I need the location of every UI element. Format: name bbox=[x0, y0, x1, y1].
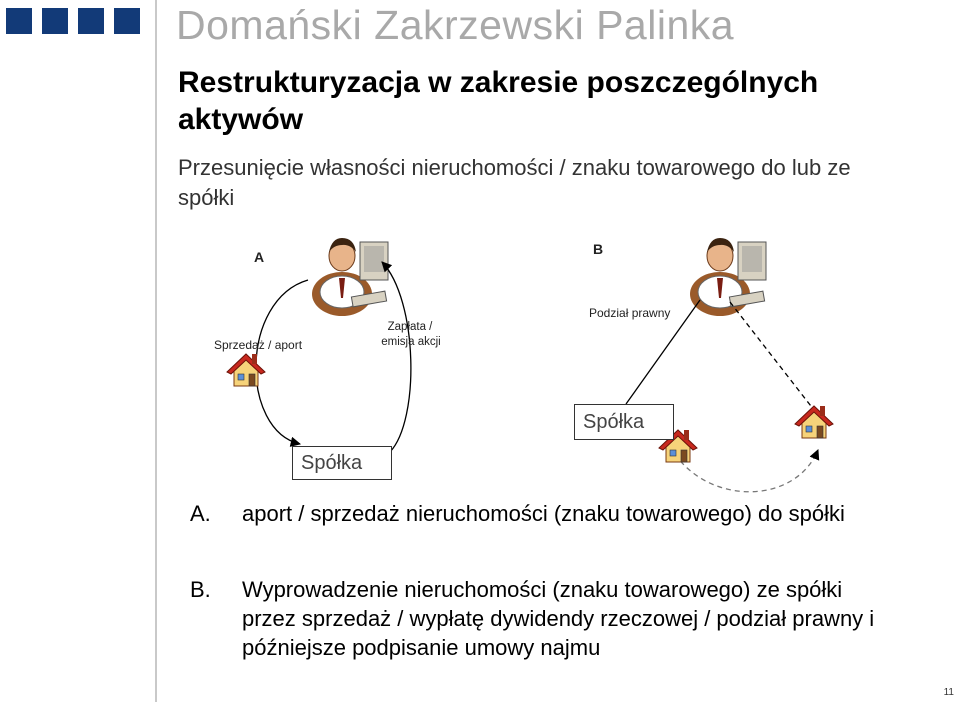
arrow-sale bbox=[255, 279, 309, 447]
logo-square-3 bbox=[78, 8, 104, 34]
page-number: 11 bbox=[943, 687, 954, 698]
logo-square-1 bbox=[6, 8, 32, 34]
list-marker: A. bbox=[190, 501, 211, 526]
arrow-payment bbox=[381, 261, 412, 453]
company-box-b: Spółka bbox=[574, 404, 674, 440]
payment-label-line1: Zapłata / bbox=[387, 321, 433, 333]
company-box-a: Spółka bbox=[292, 446, 392, 480]
house-icon bbox=[226, 353, 266, 387]
slide-subtitle: Przesunięcie własności nieruchomości / z… bbox=[178, 155, 851, 210]
house-icon bbox=[794, 405, 834, 439]
line-split-dashed bbox=[729, 301, 815, 411]
line-split bbox=[625, 299, 701, 405]
label-b: B bbox=[593, 241, 604, 257]
vertical-divider bbox=[155, 0, 157, 702]
brand-name: Domański Zakrzewski Palinka bbox=[176, 2, 735, 48]
list-text: Wyprowadzenie nieruchomości (znaku towar… bbox=[242, 577, 875, 660]
list-marker: B. bbox=[190, 577, 211, 602]
label-a: A bbox=[254, 249, 265, 265]
payment-label-line2: emisja akcji bbox=[381, 336, 441, 348]
list-text: aport / sprzedaż nieruchomości (znaku to… bbox=[242, 501, 845, 526]
person-a bbox=[311, 237, 389, 317]
person-b bbox=[689, 237, 767, 317]
slide-title: Restrukturyzacja w zakresie poszczególny… bbox=[178, 66, 819, 136]
list-item-b: B. Wyprowadzenie nieruchomości (znaku to… bbox=[190, 575, 910, 667]
logo-square-2 bbox=[42, 8, 68, 34]
sale-label: Sprzedaż / aport bbox=[214, 338, 303, 352]
split-label: Podział prawny bbox=[589, 306, 671, 320]
list-item-a: A. aport / sprzedaż nieruchomości (znaku… bbox=[190, 499, 910, 559]
logo-square-4 bbox=[114, 8, 140, 34]
arrow-dashed bbox=[674, 449, 820, 493]
